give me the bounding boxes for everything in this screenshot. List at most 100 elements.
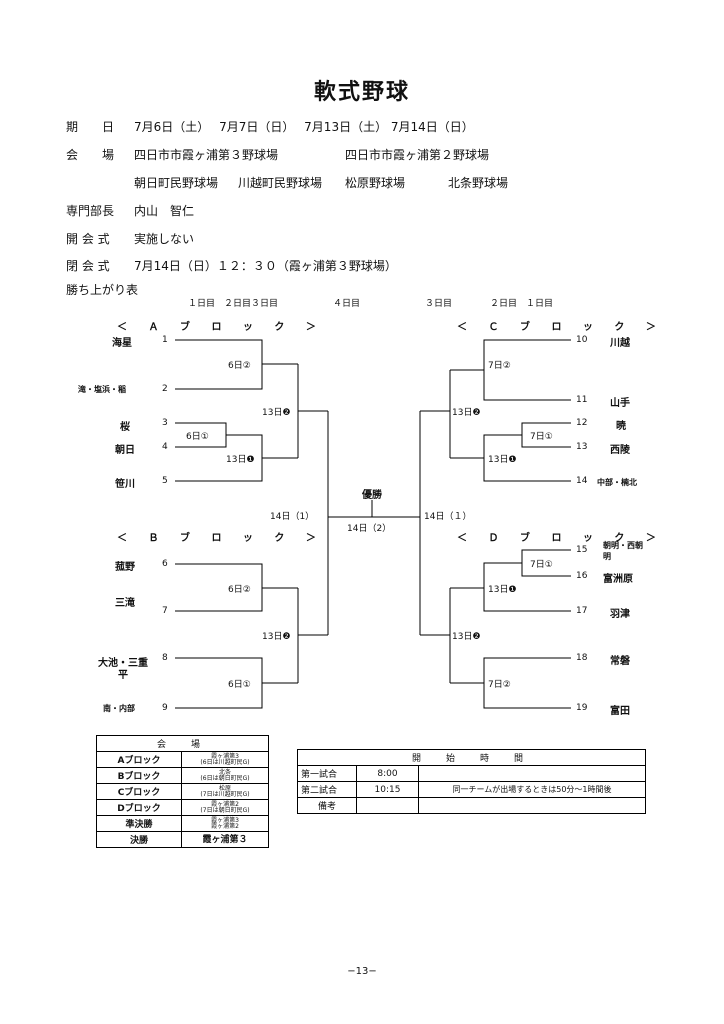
team-number: 6 [162,559,168,569]
team-number: 16 [576,571,588,581]
table-row: Dブロック霞ヶ浦第2 (7日は朝日町民G) [96,799,269,816]
date-label: 期 日 [66,120,115,134]
team-number: 7 [162,606,168,616]
table-row: 決勝霞ヶ浦第３ [96,831,269,848]
venue-1b: 四日市市霞ヶ浦第２野球場 [345,148,490,162]
round-header-left: １日目 ２日目３日目 [188,299,279,309]
time-note [418,765,646,782]
team-number: 1 [162,335,168,345]
match-label: 13日❷ [452,632,481,642]
team-name: 朝明・西朝明 [603,541,643,561]
team-name: 暁 [616,421,626,432]
team-name: 山手 [610,398,630,409]
dates: 7月6日（土） 7月7日（日） 7月13日（土） 7月14日（日） [134,120,474,134]
venue-value: 霞ヶ浦第３ [181,831,269,848]
time-value: 10:15 [356,781,419,798]
venue-value: 北条 (6日は朝日町民G) [181,767,269,784]
time-table-header: 開 始 時 間 [297,749,646,766]
match-label: 13日❶ [488,455,517,465]
venue-block: Bブロック [96,767,182,784]
team-name: 羽津 [610,609,630,620]
match-label: 6日② [228,361,251,371]
team-name: 富田 [610,706,630,717]
venue-label: 会 場 [66,148,115,162]
time-note: 同一チームが出場するときは50分〜1時間後 [418,781,646,798]
team-name: 朝日 [115,445,135,456]
team-name: 西陵 [610,445,630,456]
team-name: 笹川 [115,479,135,490]
time-table: 開 始 時 間 第一試合 8:00 第二試合 10:15 同一チームが出場すると… [297,749,646,814]
director: 内山 智仁 [134,204,195,218]
table-row: Aブロック霞ヶ浦第3 (6日は川越町民G) [96,751,269,768]
team-number: 9 [162,703,168,713]
block-c-header: ＜ Ｃ ブ ロ ッ ク ＞ [457,322,665,333]
champion-label: 優勝 [362,490,382,501]
team-name: 菰野 [115,562,135,573]
team-number: 15 [576,545,588,555]
time-label: 第二試合 [297,781,357,798]
team-number: 17 [576,606,588,616]
time-value: 8:00 [356,765,419,782]
round-header-center-left: ４日目 [333,299,361,309]
team-number: 12 [576,418,588,428]
team-number: 2 [162,384,168,394]
match-label: 13日❷ [262,408,291,418]
director-label: 専門部長 [66,204,115,218]
team-name: 中部・楠北 [597,478,637,487]
table-row: 第二試合 10:15 同一チームが出場するときは50分〜1時間後 [297,781,646,798]
venue-block: Cブロック [96,783,182,800]
venue-table-header: 会 場 [96,735,269,752]
venue-1a: 四日市市霞ヶ浦第３野球場 [134,148,279,162]
venue-2d: 北条野球場 [448,176,509,190]
venue-value: 霞ヶ浦第2 (7日は朝日町民G) [181,799,269,816]
match-label: 6日① [186,432,209,442]
team-number: 13 [576,442,588,452]
venue-value: 松原 (7日は川越町民G) [181,783,269,800]
venue-2a: 朝日町民野球場 [134,176,219,190]
table-row: Bブロック北条 (6日は朝日町民G) [96,767,269,784]
venue-block: 準決勝 [96,815,182,832]
table-row: 準決勝霞ヶ浦第3 霞ヶ浦第2 [96,815,269,832]
team-name: 大池・三重平 [98,658,148,681]
final-label: 14日（2） [347,524,392,534]
round-header-center-right: ３日目 [425,299,453,309]
match-label: 7日① [530,432,553,442]
venue-block: Dブロック [96,799,182,816]
opening-label: 開 会 式 [66,232,110,246]
closing-label: 閉 会 式 [66,259,110,273]
team-name: 川越 [610,338,630,349]
match-label: 7日② [488,680,511,690]
team-number: 19 [576,703,588,713]
team-number: 8 [162,653,168,663]
match-label: 13日❶ [488,585,517,595]
match-label: 6日① [228,680,251,690]
closing: 7月14日（日）１２：３０（霞ヶ浦第３野球場） [134,259,397,273]
table-row: 第一試合 8:00 [297,765,646,782]
match-label: 7日② [488,361,511,371]
round-header-right: ２日目 １日目 [490,299,554,309]
team-name: 三滝 [115,598,135,609]
page-title: 軟式野球 [313,80,410,105]
team-name: 富洲原 [603,574,633,585]
venue-2b: 川越町民野球場 [238,176,323,190]
venue-table: 会 場 Aブロック霞ヶ浦第3 (6日は川越町民G) Bブロック北条 (6日は朝日… [96,735,269,848]
time-label: 備考 [297,797,357,814]
team-number: 14 [576,476,588,486]
block-b-header: ＜ Ｂ ブ ロ ッ ク ＞ [117,533,325,544]
block-d-header: ＜ Ｄ ブ ロ ッ ク ＞ [457,533,665,544]
advance-label: 勝ち上がり表 [66,283,139,297]
team-number: 4 [162,442,168,452]
venue-block: Aブロック [96,751,182,768]
match-label: 7日① [530,560,553,570]
venue-2c: 松原野球場 [345,176,406,190]
team-number: 10 [576,335,588,345]
team-number: 11 [576,395,588,405]
team-name: 海星 [112,338,132,349]
table-row: Cブロック松原 (7日は川越町民G) [96,783,269,800]
time-label: 第一試合 [297,765,357,782]
venue-block: 決勝 [96,831,182,848]
table-row: 備考 [297,797,646,814]
match-label: 13日❶ [226,455,255,465]
team-name: 桜 [120,422,130,433]
